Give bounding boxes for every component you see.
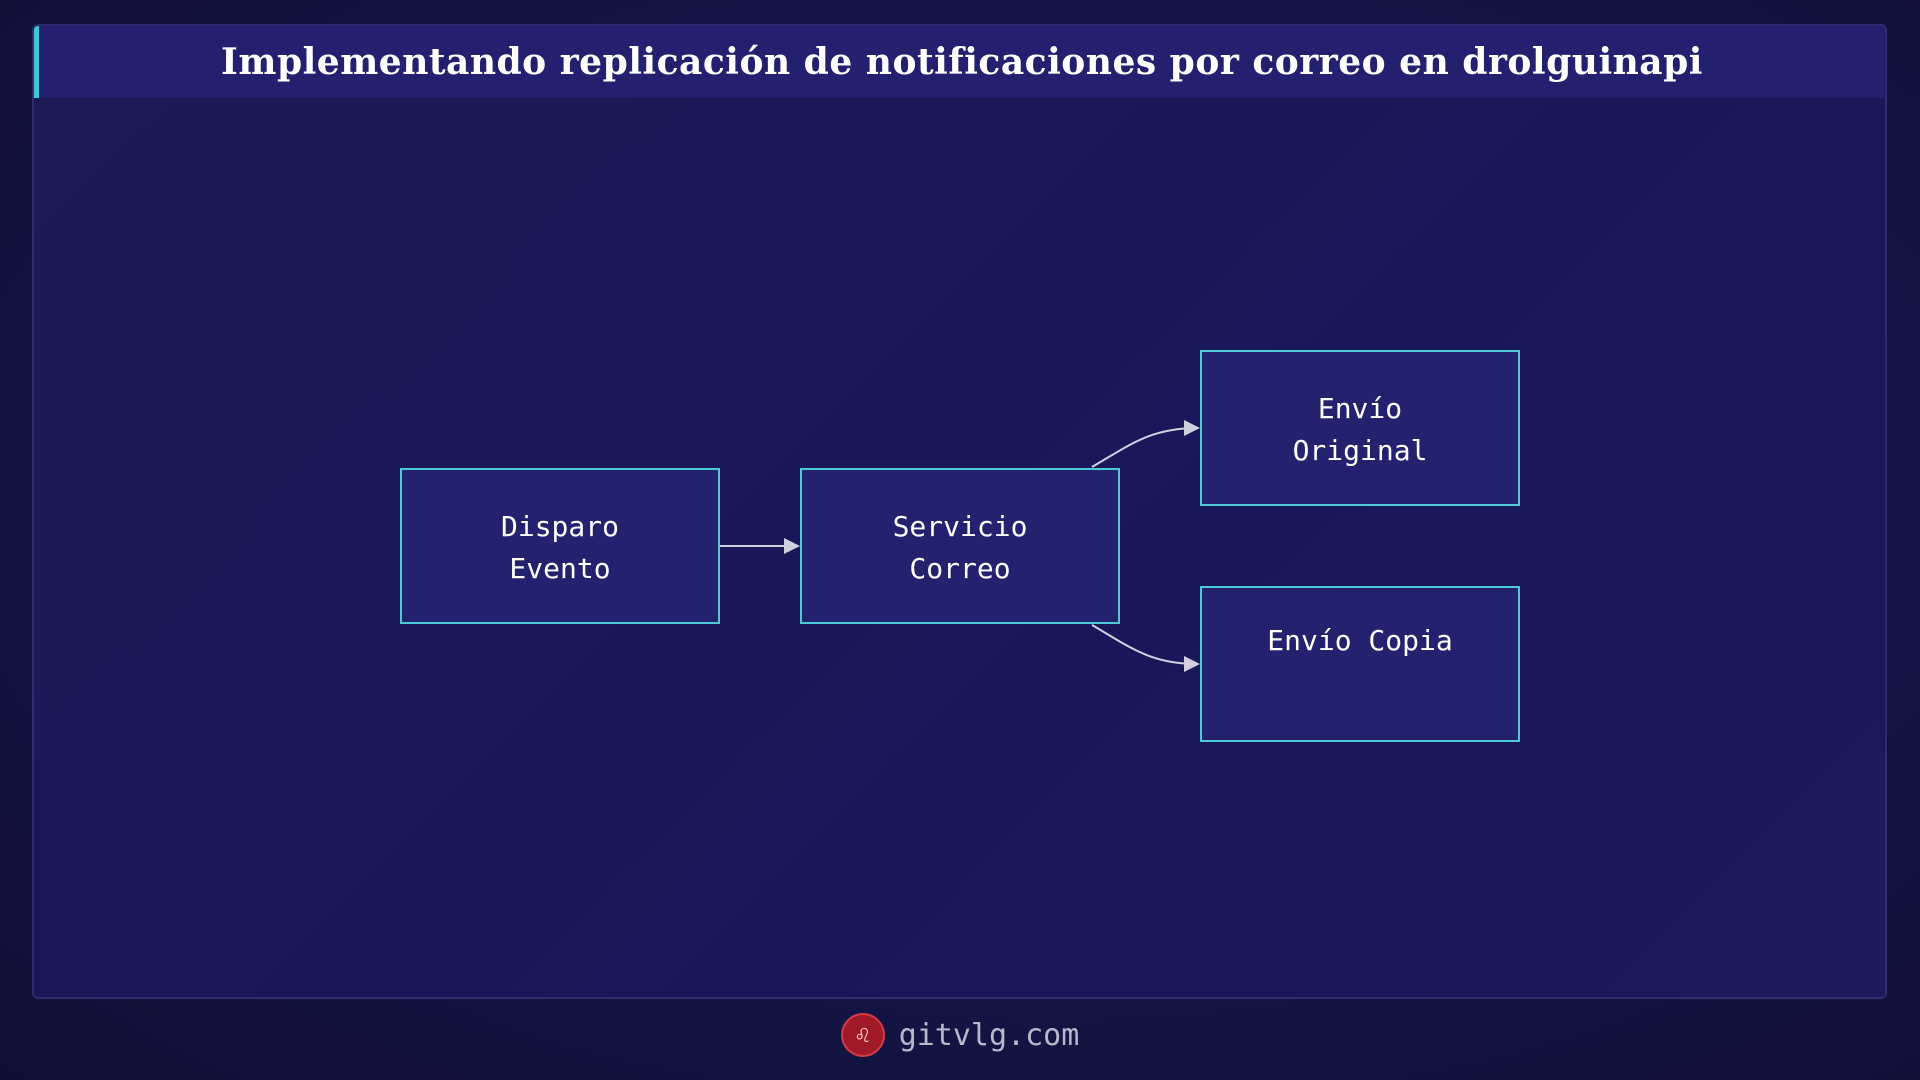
page-title: Implementando replicación de notificacio…: [221, 41, 1703, 83]
footer-site-link[interactable]: gitvlg.com: [898, 1017, 1080, 1053]
node-servicio-correo: Servicio Correo: [800, 468, 1120, 624]
diagram-panel: Implementando replicación de notificacio…: [32, 24, 1887, 999]
node-disparo-evento: Disparo Evento: [400, 468, 720, 624]
lion-icon: ♌: [840, 1013, 885, 1057]
footer: ♌ gitvlg.com: [0, 1010, 1920, 1060]
title-bar: Implementando replicación de notificacio…: [34, 26, 1885, 98]
node-envio-copia: Envío Copia: [1200, 586, 1520, 742]
node-envio-original: Envío Original: [1200, 350, 1520, 506]
